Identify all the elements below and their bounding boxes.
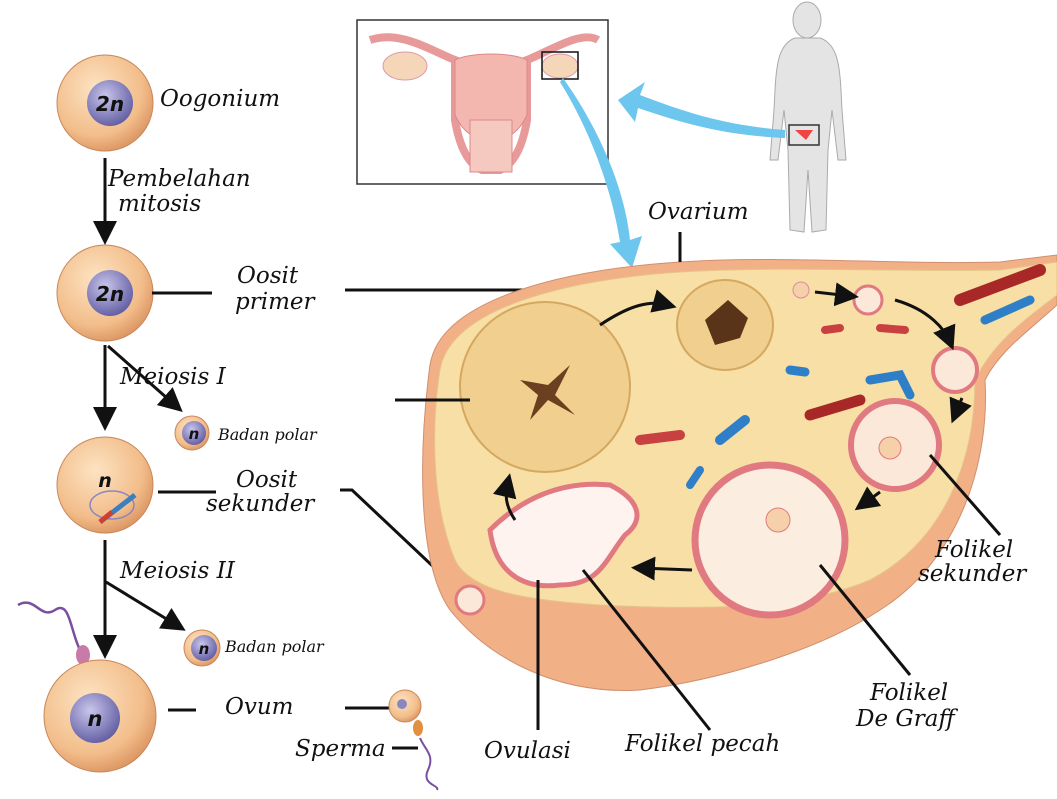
ovulasi-label: Ovulasi	[484, 738, 571, 764]
ploidy-label: n	[98, 470, 112, 492]
blue-arrow-icon	[560, 78, 642, 268]
leader-line	[581, 569, 712, 731]
folikel-degraff-label-1: Folikel	[869, 680, 948, 706]
ovum-cell: n	[43, 659, 157, 773]
polar-body-2-label: Badan polar	[224, 637, 325, 656]
mitosis-label-2: mitosis	[118, 191, 201, 217]
polar-body-2: n	[183, 629, 221, 667]
oosit-sekunder-cell: n	[56, 436, 154, 534]
ovum-label: Ovum	[225, 694, 293, 720]
polar-arrow	[107, 344, 183, 412]
mitosis-label-1: Pembelahan	[107, 166, 251, 192]
meiosis2-label: Meiosis II	[119, 558, 236, 584]
oogonium-label: Oogonium	[160, 86, 280, 112]
leader-line	[340, 488, 460, 592]
uterus-inset	[356, 19, 609, 185]
oosit-primer-cell: 2n	[56, 244, 154, 342]
sperm-left	[17, 601, 90, 665]
oosit-sekunder-label-1: Oosit	[236, 467, 298, 493]
ovary-highlight-box	[541, 51, 579, 80]
sperma-label: Sperma	[295, 736, 386, 762]
oosit-sekunder-label-2: sekunder	[206, 491, 316, 517]
oosit-primer-label-2: primer	[235, 289, 316, 315]
polar-body-1-label: Badan polar	[217, 425, 318, 444]
ovary	[422, 254, 1057, 691]
polar-arrow	[105, 580, 186, 631]
leader-line	[928, 454, 1002, 536]
folikel-degraff-label-2: De Graff	[855, 706, 958, 732]
ovarium-label: Ovarium	[648, 199, 749, 225]
polar-body-1: n	[174, 415, 210, 451]
oogonium-cell: 2n	[56, 54, 154, 152]
ploidy-label: n	[199, 640, 210, 658]
folikel-sekunder-label-2: sekunder	[918, 561, 1028, 587]
ploidy-label: 2n	[96, 92, 124, 116]
ploidy-label: n	[189, 425, 200, 443]
ploidy-label: n	[88, 707, 103, 731]
human-figure	[769, 1, 847, 233]
blue-arrow-icon	[618, 82, 785, 138]
ploidy-label: 2n	[96, 282, 124, 306]
leader-line	[818, 564, 912, 676]
oosit-primer-label-1: Oosit	[237, 263, 299, 289]
folikel-sekunder-label-1: Folikel	[934, 537, 1013, 563]
sperm-ovum	[388, 689, 439, 791]
meiosis1-label: Meiosis I	[119, 364, 227, 390]
folikel-pecah-label: Folikel pecah	[624, 731, 780, 757]
